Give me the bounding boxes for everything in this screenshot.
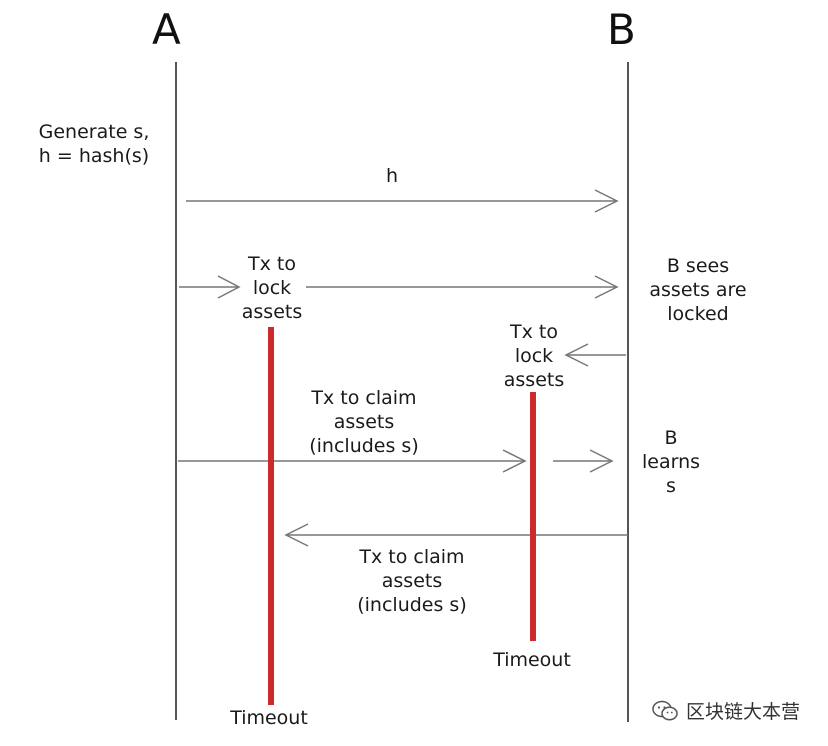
arrow-lock-a-in [179,275,241,299]
label-tx-lock-b: Tx to lock assets [503,321,565,391]
label-tx-claim-a: Tx to claim assets (includes s) [309,387,419,457]
arrow-lock-a-out [306,275,619,299]
arrow-h [186,189,619,213]
arrow-lock-b [564,343,626,367]
arrow-claim-a-out [553,449,614,473]
label-b-sees: B sees assets are locked [649,255,747,325]
party-a-label: A [152,5,181,54]
watermark: 区块链大本营 [652,697,800,724]
label-b-learns: B learns s [641,427,701,497]
wechat-icon [652,700,678,720]
arrow-claim-b [284,523,628,547]
label-tx-claim-b: Tx to claim assets (includes s) [357,546,467,616]
party-b-label: B [607,5,636,54]
label-timeout-a: Timeout [230,707,308,729]
label-generate: Generate s, h = hash(s) [38,121,150,167]
label-h: h [385,165,399,187]
timeout-bar-b [530,392,536,641]
label-timeout-b: Timeout [493,649,571,671]
timeout-bar-a [268,327,274,705]
label-tx-lock-a: Tx to lock assets [241,253,303,323]
arrow-claim-a-in [178,449,527,473]
watermark-text: 区块链大本营 [686,701,801,723]
